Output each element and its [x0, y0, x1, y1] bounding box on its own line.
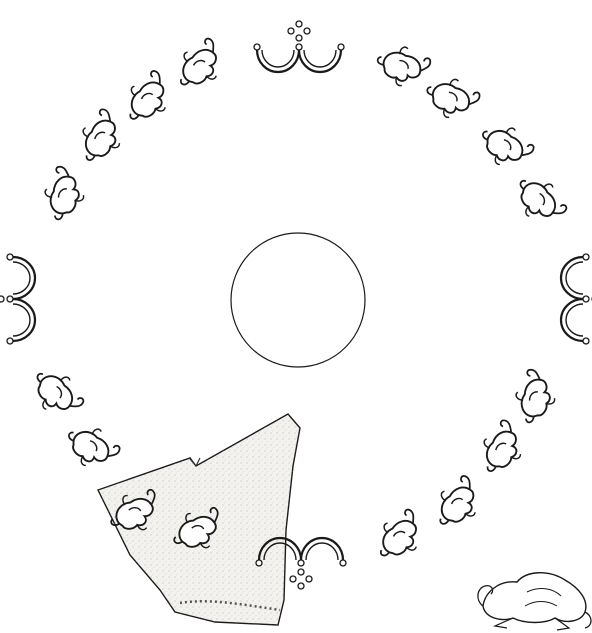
reclining-animal-tail [585, 612, 591, 628]
curled-animal-figure-6 [421, 68, 482, 127]
curled-animal-figure-14 [369, 508, 429, 565]
curled-animal-figure-3 [70, 108, 131, 169]
curled-animal-figure-7 [475, 115, 536, 176]
curled-animal-figure-8 [511, 169, 568, 229]
curled-animal-figure-9 [28, 362, 85, 422]
crescent-motif-right [561, 254, 592, 344]
curled-animal-figure-12 [471, 419, 532, 480]
reclining-animal-body [483, 573, 586, 623]
central-medallion-circle [231, 233, 365, 367]
crescent-motif-top [254, 21, 344, 72]
enlarged-reclining-animal [478, 573, 591, 630]
curled-animal-figure-1 [169, 37, 229, 94]
curled-animal-figure-5 [372, 37, 432, 94]
curled-animal-figure-13 [426, 474, 487, 533]
curled-animal-figure-10 [61, 416, 122, 477]
crescent-motif-left [0, 254, 35, 344]
curled-animal-figure-4 [35, 165, 92, 225]
curled-animal-figure-2 [116, 69, 177, 128]
curled-animal-figure-11 [506, 368, 563, 428]
